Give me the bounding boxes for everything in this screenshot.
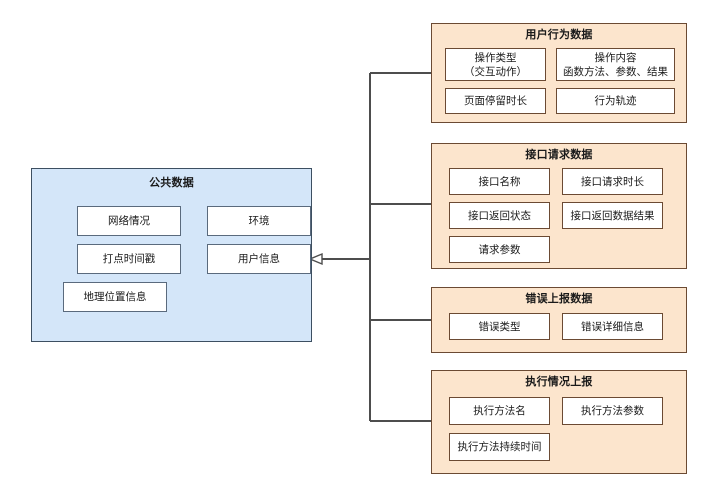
item-api-duration[interactable]: 接口请求时长 [562,168,663,195]
group-public-data[interactable]: 公共数据 网络情况 环境 打点时间戳 用户信息 地理位置信息 [31,168,312,342]
group-error-report[interactable]: 错误上报数据 错误类型 错误详细信息 [431,287,687,353]
item-network-status[interactable]: 网络情况 [77,206,181,236]
item-execution-duration[interactable]: 执行方法持续时间 [449,433,550,461]
item-behavior-trace[interactable]: 行为轨迹 [556,88,675,114]
group-public-data-title: 公共数据 [149,177,194,189]
item-error-type[interactable]: 错误类型 [449,313,550,340]
group-error-report-title: 错误上报数据 [525,293,593,305]
item-error-detail[interactable]: 错误详细信息 [562,313,663,340]
item-execution-method-name[interactable]: 执行方法名 [449,397,550,425]
group-user-behavior[interactable]: 用户行为数据 操作类型 （交互动作） 操作内容 函数方法、参数、结果 页面停留时… [431,23,687,123]
item-geo-location[interactable]: 地理位置信息 [63,282,167,312]
group-user-behavior-title: 用户行为数据 [525,29,593,41]
item-api-name[interactable]: 接口名称 [449,168,550,195]
group-execution-report-title: 执行情况上报 [525,376,593,388]
item-timestamp[interactable]: 打点时间戳 [77,244,181,274]
item-operation-content[interactable]: 操作内容 函数方法、参数、结果 [556,48,675,81]
group-api-request[interactable]: 接口请求数据 接口名称 接口请求时长 接口返回状态 接口返回数据结果 请求参数 [431,143,687,269]
item-request-params[interactable]: 请求参数 [449,236,550,263]
item-operation-type[interactable]: 操作类型 （交互动作） [445,48,546,81]
item-execution-method-params[interactable]: 执行方法参数 [562,397,663,425]
group-execution-report[interactable]: 执行情况上报 执行方法名 执行方法参数 执行方法持续时间 [431,370,687,474]
item-api-response-data[interactable]: 接口返回数据结果 [562,202,663,229]
item-api-status[interactable]: 接口返回状态 [449,202,550,229]
item-page-dwell-time[interactable]: 页面停留时长 [445,88,546,114]
group-api-request-title: 接口请求数据 [525,149,593,161]
item-user-info[interactable]: 用户信息 [207,244,311,274]
item-environment[interactable]: 环境 [207,206,311,236]
